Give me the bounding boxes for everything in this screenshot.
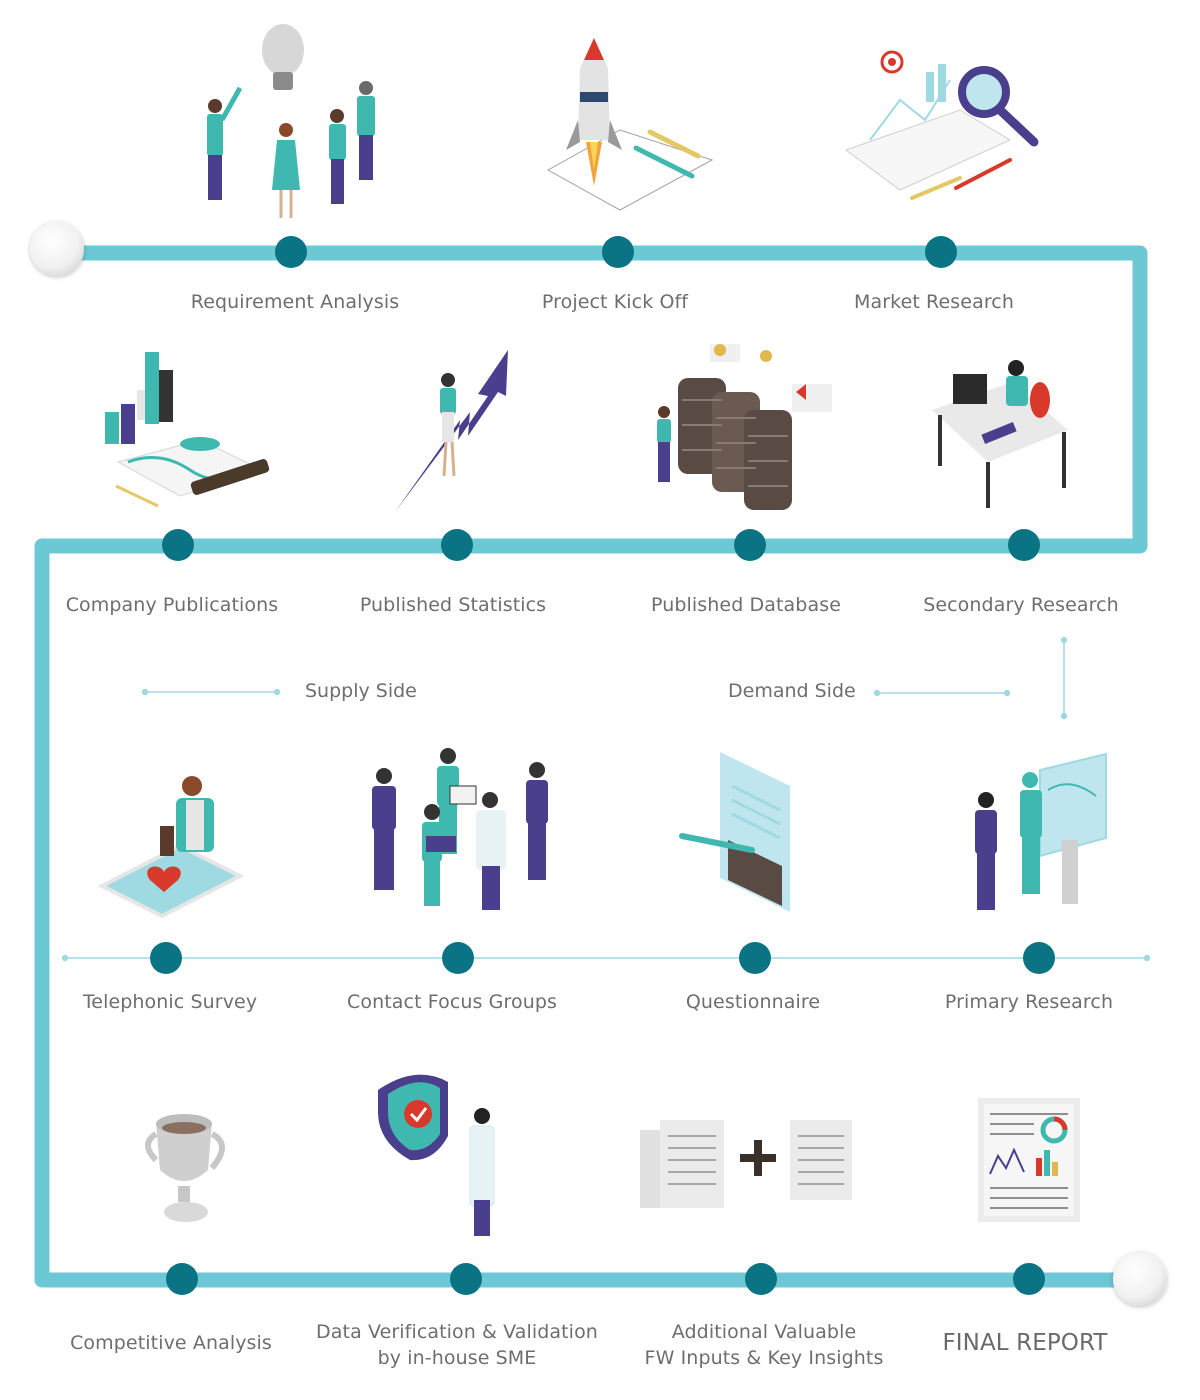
doctors-screen-illustration <box>975 752 1107 910</box>
step-nodes <box>150 236 1055 1295</box>
label-additional-inputs-line2: FW Inputs & Key Insights <box>644 1347 884 1369</box>
label-competitive-analysis: Competitive Analysis <box>70 1332 272 1354</box>
label-primary-research: Primary Research <box>944 991 1114 1013</box>
label-supply-side: Supply Side <box>305 680 417 702</box>
label-data-verification-line1: Data Verification & Validation <box>316 1321 598 1343</box>
node-final-report <box>1013 1263 1045 1295</box>
shield-check-illustration <box>378 1074 495 1236</box>
medical-team-illustration <box>372 748 548 910</box>
documents-plus-illustration <box>640 1120 852 1208</box>
label-telephonic-survey: Telephonic Survey <box>82 991 258 1013</box>
label-published-database: Published Database <box>651 594 841 616</box>
start-cap <box>30 222 84 276</box>
label-contact-focus-groups: Contact Focus Groups <box>346 991 558 1013</box>
notebook-magnifier-illustration <box>844 50 1039 200</box>
tablet-survey-illustration <box>97 776 245 919</box>
label-project-kick-off: Project Kick Off <box>541 291 689 313</box>
charts-documents-illustration <box>105 352 270 508</box>
label-company-publications: Company Publications <box>65 594 279 616</box>
label-published-statistics: Published Statistics <box>359 594 547 616</box>
node-published-database <box>734 529 766 561</box>
node-company-publications <box>162 529 194 561</box>
node-questionnaire <box>739 942 771 974</box>
node-additional-inputs <box>745 1263 777 1295</box>
node-contact-focus-groups <box>442 942 474 974</box>
questionnaire-tablet-illustration <box>679 752 790 912</box>
node-telephonic-survey <box>150 942 182 974</box>
node-requirement-analysis <box>275 236 307 268</box>
rising-arrow-illustration <box>395 350 508 512</box>
node-data-verification <box>450 1263 482 1295</box>
node-primary-research <box>1023 942 1055 974</box>
label-data-verification: Data Verification & Validation by in-hou… <box>316 1319 598 1371</box>
final-report-document-icon <box>978 1098 1080 1222</box>
label-data-verification-line2: by in-house SME <box>377 1347 537 1369</box>
end-cap <box>1113 1252 1167 1306</box>
server-database-illustration <box>657 344 832 510</box>
label-requirement-analysis: Requirement Analysis <box>190 291 400 313</box>
node-market-research <box>925 236 957 268</box>
label-additional-inputs: Additional Valuable FW Inputs & Key Insi… <box>645 1319 884 1371</box>
label-questionnaire: Questionnaire <box>685 991 821 1013</box>
label-market-research: Market Research <box>853 291 1015 313</box>
label-additional-inputs-line1: Additional Valuable <box>671 1321 857 1343</box>
desk-workstation-illustration <box>932 360 1068 508</box>
process-track <box>34 245 1148 1288</box>
node-secondary-research <box>1008 529 1040 561</box>
label-secondary-research: Secondary Research <box>923 594 1119 616</box>
label-final-report: FINAL REPORT <box>942 1330 1108 1356</box>
rocket-illustration <box>546 38 714 211</box>
team-lightbulb-illustration <box>207 24 375 218</box>
label-demand-side: Demand Side <box>728 680 856 702</box>
node-competitive-analysis <box>166 1263 198 1295</box>
thin-connector-lines <box>61 636 1151 962</box>
node-project-kick-off <box>602 236 634 268</box>
trophy-icon <box>145 1114 225 1222</box>
node-published-statistics <box>441 529 473 561</box>
